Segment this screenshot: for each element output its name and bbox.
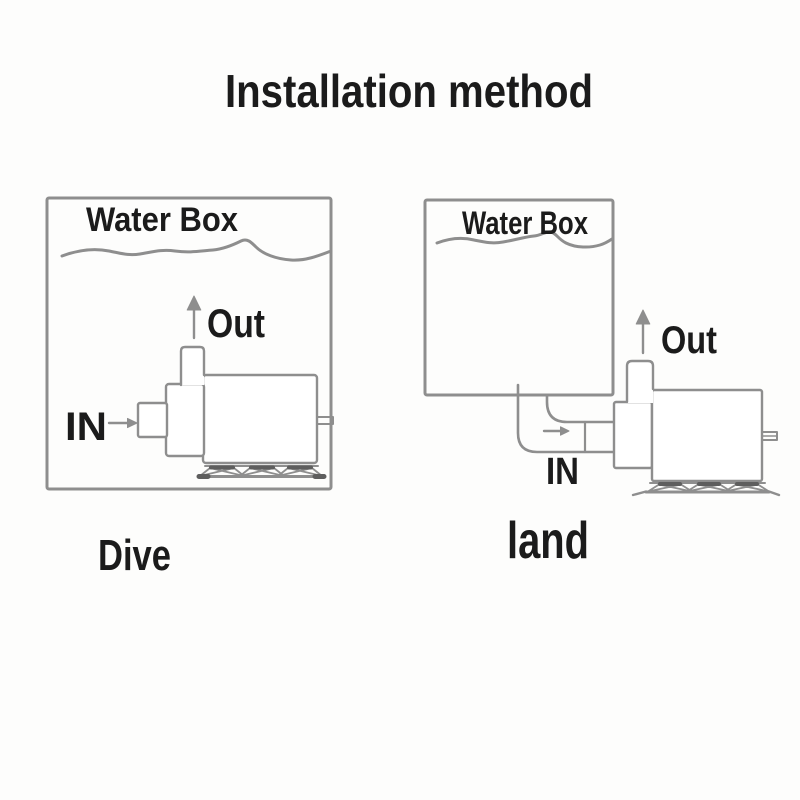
land-caption: land — [507, 512, 589, 570]
land-outlet-pipe — [625, 359, 655, 404]
land-inlet-pipe — [516, 383, 615, 454]
land-out-label: Out — [661, 319, 717, 362]
land-water-box-label: Water Box — [462, 205, 588, 241]
dive-outlet-pipe-fill — [181, 347, 204, 385]
line-art — [45, 196, 781, 497]
dive-in-label: IN — [65, 405, 107, 449]
dive-in-arrow-icon — [107, 417, 138, 429]
page-title: Installation method — [225, 65, 593, 117]
dive-pump-body — [201, 373, 319, 465]
land-suction-cups — [631, 482, 781, 497]
land-power-cord — [761, 431, 778, 441]
dive-cup-stems — [196, 465, 327, 479]
dive-out-arrow-icon — [186, 295, 202, 340]
dive-diagram — [45, 196, 334, 491]
dive-pump-head — [164, 382, 206, 458]
dive-caption: Dive — [98, 531, 171, 580]
dive-out-label: Out — [207, 302, 265, 346]
dive-water-line — [60, 238, 333, 262]
dive-water-box — [45, 196, 333, 491]
land-diagram — [423, 198, 781, 497]
dive-suction-cups — [196, 465, 327, 479]
land-in-arrow-icon — [542, 426, 570, 436]
land-in-label: IN — [546, 451, 579, 493]
land-pump-head — [612, 400, 654, 470]
dive-water-box-label: Water Box — [86, 201, 238, 239]
dive-inlet-nozzle — [136, 401, 169, 439]
dive-outlet-pipe — [179, 345, 206, 387]
land-pump-body — [650, 388, 764, 483]
land-water-line — [435, 230, 614, 249]
land-out-arrow-icon — [635, 309, 651, 355]
land-outlet-pipe-fill — [627, 361, 653, 403]
labels: Installation method Water Box Out IN Div… — [65, 65, 717, 580]
